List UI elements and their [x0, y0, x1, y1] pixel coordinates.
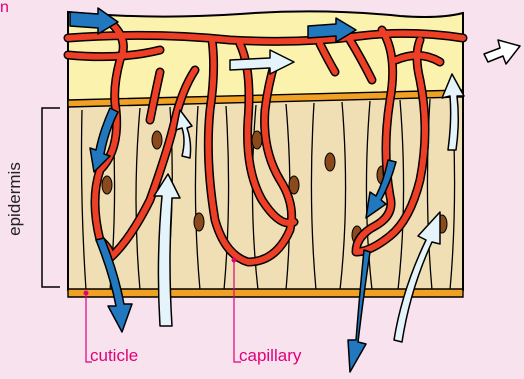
capillary-label: capillary: [239, 347, 301, 364]
outline-arrow-right-icon: [484, 40, 520, 64]
cuticle-label: cuticle: [90, 347, 138, 364]
epidermis-label: epidermis: [6, 144, 23, 254]
partial-label: n: [0, 0, 9, 16]
epidermis-bracket: [42, 108, 60, 287]
